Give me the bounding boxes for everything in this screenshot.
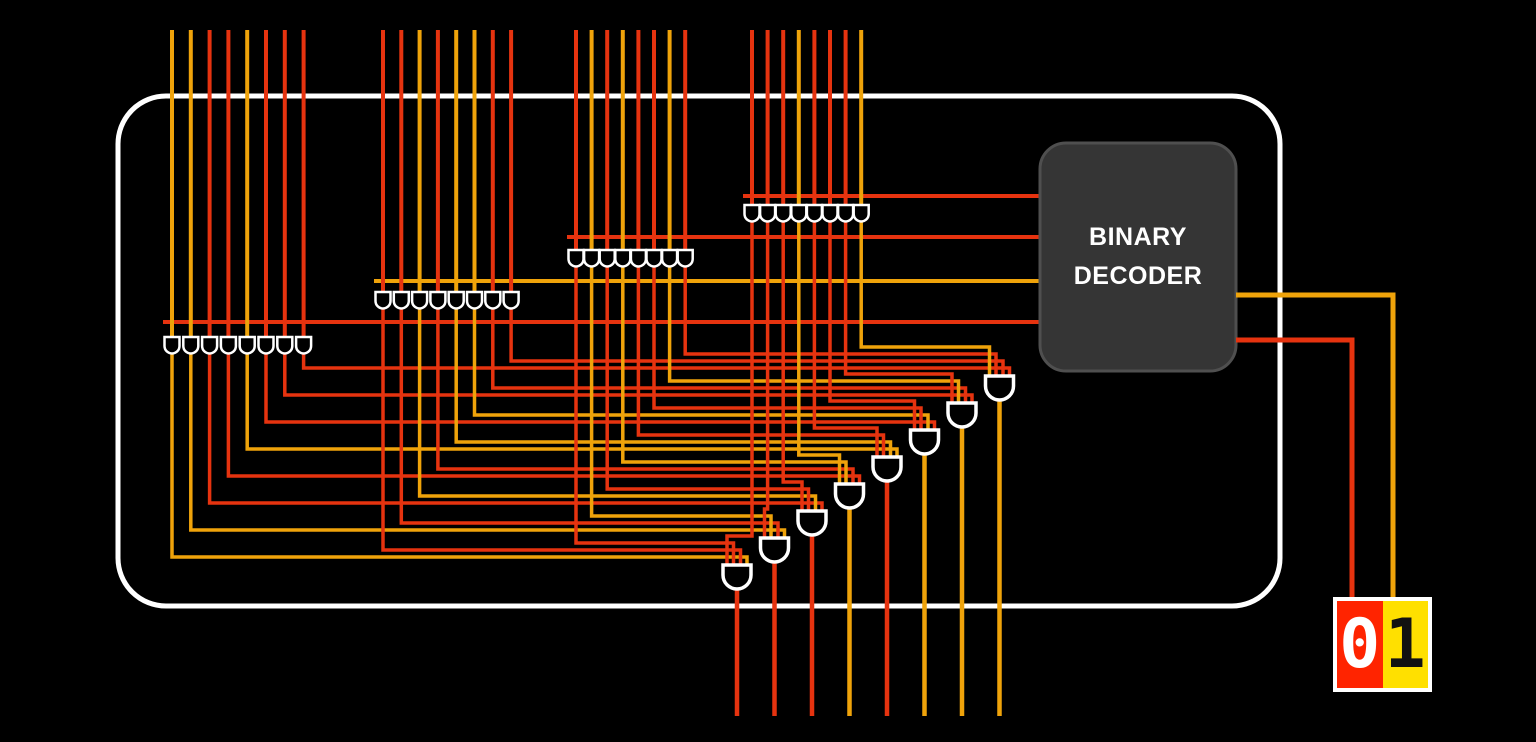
binary-input-display: 0 1 [1333,597,1432,692]
routed-wire-g0-b0 [170,353,749,567]
and-gate-r2-b6 [660,248,679,268]
and-gate-r0-b5 [257,335,275,355]
routed-wire-g3-b7 [859,221,992,378]
routed-wire-g3-b0 [725,221,754,567]
and-gate-r3-b5 [821,203,839,223]
routed-wire-g0-b6 [283,353,974,405]
decoder-select-wire-0 [1236,292,1396,597]
and-gate-r0-b0 [163,335,181,355]
mux-or-gate-5 [908,428,941,456]
and-gate-r3-b6 [836,203,855,223]
routed-wire-g2-b5 [652,266,923,432]
routed-wire-g3-b2 [781,221,804,513]
routed-wire-g1-b1 [399,308,780,540]
mux-or-gate-0 [721,563,753,591]
routed-wire-g1-b2 [417,308,818,513]
and-gate-r3-b1 [758,203,777,223]
routed-wire-g3-b4 [812,221,879,459]
routed-wire-g0-b7 [301,353,1012,378]
routed-wire-g1-b6 [491,308,968,405]
and-gate-r2-b1 [582,248,601,268]
and-gate-r0-b4 [238,335,256,355]
and-gate-r1-b2 [410,290,429,310]
and-gate-r2-b5 [645,248,663,268]
mux-or-gate-7 [983,374,1016,402]
and-gate-r3-b4 [805,203,824,223]
mux-or-gate-2 [796,509,828,537]
and-gate-r1-b1 [392,290,411,310]
and-gate-r2-b3 [614,248,632,268]
routed-wire-g1-b0 [381,308,743,567]
routed-wire-g2-b3 [621,266,848,486]
and-gate-r3-b3 [790,203,808,223]
routed-wire-g1-b3 [436,308,855,486]
routed-wire-g1-b4 [454,308,893,459]
and-gate-r0-b2 [200,335,219,355]
routed-wire-g2-b1 [589,266,773,540]
routed-wire-g0-b3 [226,353,862,486]
and-gate-r2-b0 [567,248,585,268]
routed-wire-g0-b1 [189,353,787,540]
and-gate-r1-b3 [429,290,447,310]
mux-or-gate-3 [833,482,866,510]
routed-wire-g3-b3 [797,221,842,486]
routed-wire-g0-b5 [264,353,937,432]
and-gate-r1-b5 [465,290,484,310]
input-bit-0-toggle[interactable]: 1 [1382,601,1428,688]
routed-wire-g3-b5 [828,221,917,432]
circuit-board-outline [115,93,1283,609]
and-gate-r1-b0 [374,290,392,310]
and-gate-r1-b4 [447,290,465,310]
and-gate-r0-b1 [182,335,200,355]
and-gate-r2-b7 [676,248,694,268]
mux-or-gate-4 [871,455,903,483]
and-gate-r2-b4 [629,248,648,268]
and-gate-r0-b6 [276,335,294,355]
routed-wire-g2-b4 [636,266,886,459]
routed-wire-g1-b5 [472,308,930,432]
mux-or-gate-1 [758,536,791,564]
and-gate-r1-b6 [484,290,502,310]
and-gate-r0-b7 [294,335,313,355]
and-gate-r3-b2 [774,203,792,223]
and-gate-r1-b7 [502,290,520,310]
routed-wire-g2-b2 [605,266,811,513]
and-gate-r2-b2 [598,248,616,268]
and-gate-r0-b3 [219,335,238,355]
routed-wire-g0-b2 [207,353,824,513]
routed-wire-g2-b0 [574,266,736,567]
routed-wire-g0-b4 [245,353,899,459]
routed-wire-g3-b1 [762,221,770,540]
binary-decoder-box [1038,141,1238,373]
routed-wire-g2-b7 [683,266,998,378]
decoder-select-wire-1 [1236,337,1355,597]
input-bit-1-toggle[interactable]: 0 [1337,601,1383,688]
and-gate-r3-b7 [852,203,870,223]
mux-or-gate-6 [946,401,978,429]
routed-wire-g1-b7 [509,308,1005,378]
and-gate-r3-b0 [743,203,761,223]
routed-wire-g3-b6 [843,221,954,405]
